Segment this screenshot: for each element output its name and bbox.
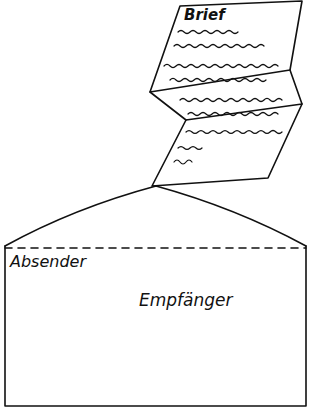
- letter-title: Brief: [184, 6, 225, 24]
- folded-letter: Brief: [140, 0, 308, 192]
- outline-stroke: [5, 186, 306, 246]
- scribble-line: [188, 113, 278, 116]
- sender-label: Absender: [10, 252, 86, 271]
- scribble-line: [170, 79, 266, 82]
- envelope: AbsenderEmpfänger: [4, 186, 308, 407]
- scribble-line: [180, 99, 282, 102]
- outline-stroke: [5, 246, 306, 406]
- outline-stroke: [150, 70, 302, 120]
- outline-stroke: [5, 247, 306, 249]
- outline-stroke: [152, 104, 302, 186]
- scribble-line: [174, 45, 264, 48]
- scribble-line: [178, 31, 238, 34]
- scribble-line: [178, 147, 202, 150]
- scribble-line: [164, 65, 278, 68]
- recipient-label: Empfänger: [139, 290, 233, 310]
- scribble-line: [186, 131, 282, 134]
- outline-stroke: [150, 1, 302, 92]
- folded-letter-outline: [140, 0, 308, 192]
- scribble-line: [174, 160, 192, 164]
